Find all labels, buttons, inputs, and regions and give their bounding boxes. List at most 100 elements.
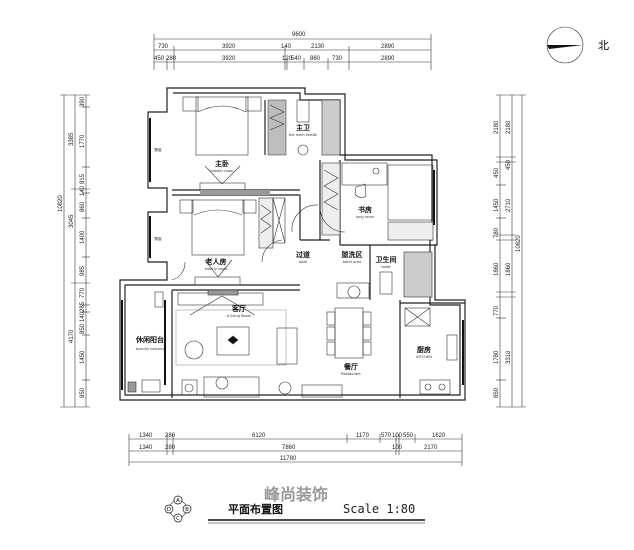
dim-label: 540: [291, 56, 302, 62]
dim-label: 1770: [80, 134, 86, 148]
balcony-fixtures: [127, 291, 164, 393]
axis-label: A: [176, 498, 180, 504]
dim-label: 3920: [222, 44, 236, 50]
dim-label: 1400: [80, 230, 86, 244]
north-arrow-icon: [547, 45, 583, 49]
dim-left-total: 10820: [58, 195, 64, 212]
room-label-en: elderly room: [205, 267, 228, 271]
dim-label: 100: [392, 445, 403, 451]
room-label-en: aisle: [299, 260, 308, 264]
dim-label: 1340: [139, 445, 153, 451]
dim-label: 140: [80, 311, 86, 322]
dim-label: 770: [494, 305, 500, 316]
basin-icon: [297, 144, 309, 156]
kitchen-furniture: [404, 307, 458, 395]
room-label-toilet: 卫生间: [376, 255, 397, 264]
master-bath-fixtures: [296, 99, 341, 156]
room-label-en: long room: [356, 215, 375, 219]
dim-label: 2130: [311, 44, 325, 50]
dim-label: 570: [381, 433, 392, 439]
right-dimensions: [496, 94, 526, 408]
dim-label: 1450: [80, 350, 86, 364]
north-label: 北: [598, 39, 609, 52]
room-label-aisle: 过道: [296, 250, 310, 259]
rug: [216, 326, 250, 356]
room-label-en: laundry balcony: [136, 347, 166, 351]
room-label-wash-area: 盥洗区: [342, 250, 363, 259]
dim-label: 3310: [506, 350, 512, 364]
room-label-balcony: 休闲阳台: [135, 335, 164, 344]
dim-label: 860: [310, 56, 321, 62]
dim-label: 6120: [252, 433, 266, 439]
sofa: [203, 376, 260, 398]
dim-label: 7860: [282, 445, 296, 451]
room-label-en: A living Room: [227, 314, 252, 318]
dim-label: 120: [282, 56, 293, 62]
room-label-master-bedroom: 主卧: [215, 159, 229, 168]
dining-table: [334, 307, 364, 359]
right-dim-labels: 10820 2180 450 2710 1860 3310 2180 450 1…: [494, 120, 522, 398]
dim-label: 2710: [506, 198, 512, 212]
company-logo-watermark: 峰尚装饰: [264, 485, 328, 504]
dim-label: 1860: [494, 262, 500, 276]
dim-label: 4170: [69, 329, 75, 343]
master-wardrobe: [200, 99, 287, 195]
dim-label: 850: [80, 387, 86, 398]
dim-label: 450: [506, 159, 512, 170]
dim-label: 815: [80, 173, 86, 184]
left-dim-labels: 10820 3385 3045 4170 390 1770 815 140 86…: [58, 96, 86, 398]
room-label-bay-window: 飘窗: [154, 147, 162, 152]
room-label-elderly-room: 老人房: [205, 257, 227, 266]
room-labels: 主卧 master room 主卫 the main health 书房 lon…: [135, 123, 432, 376]
side-sofa: [276, 327, 298, 365]
dim-label: 285: [80, 301, 86, 312]
dim-label: 140: [80, 185, 86, 196]
room-label-en: master room: [210, 169, 234, 173]
nightstand: [182, 96, 199, 112]
room-label-en: KITCHEN: [416, 355, 432, 359]
dim-label: 2180: [494, 120, 500, 134]
dim-label: 730: [332, 56, 343, 62]
dim-label: 3385: [69, 132, 75, 146]
dim-label: 1340: [139, 433, 153, 439]
dim-label: 280: [166, 56, 177, 62]
doors: [171, 204, 346, 281]
axis-marker: A B C D: [164, 495, 192, 523]
room-label-kitchen: 厨房: [417, 345, 431, 354]
bottom-dimensions: [128, 434, 463, 466]
dim-label: 390: [80, 96, 86, 107]
dim-label: 2890: [381, 44, 395, 50]
room-label-living-room: 客厅: [231, 304, 246, 313]
elderly-bed: [179, 197, 286, 286]
dim-label: 280: [165, 433, 176, 439]
study-furniture: [321, 162, 434, 241]
dim-label: 1620: [432, 433, 446, 439]
top-dimensions: [153, 34, 432, 70]
dining-furniture: [326, 307, 372, 359]
windows: [121, 118, 464, 390]
living-furniture: [175, 289, 343, 398]
nightstand: [245, 96, 262, 112]
axis-label: C: [176, 516, 180, 522]
dim-label: 2180: [506, 120, 512, 134]
dim-right-total: 10820: [516, 235, 522, 252]
dim-label: 3920: [222, 56, 236, 62]
dim-label: 2890: [381, 56, 395, 62]
dim-label: 3045: [69, 214, 75, 228]
drawing-title: 平面布置图: [228, 502, 283, 516]
dim-label: 850: [80, 323, 86, 334]
north-compass: 北: [546, 26, 609, 64]
dim-label: 1170: [356, 433, 370, 439]
dim-label: 985: [80, 265, 86, 276]
left-dimensions: [60, 94, 90, 408]
dim-top-total: 9600: [292, 32, 306, 38]
master-bed: [182, 96, 262, 192]
dim-label: 730: [158, 44, 169, 50]
dim-label: 100: [392, 433, 403, 439]
drawing-scale: Scale 1:80: [343, 502, 415, 516]
room-label-en: toilet area: [343, 260, 361, 264]
room-label-master-bath: 主卫: [296, 123, 310, 132]
dim-label: 770: [80, 287, 86, 298]
room-label-en: the main health: [289, 133, 318, 137]
